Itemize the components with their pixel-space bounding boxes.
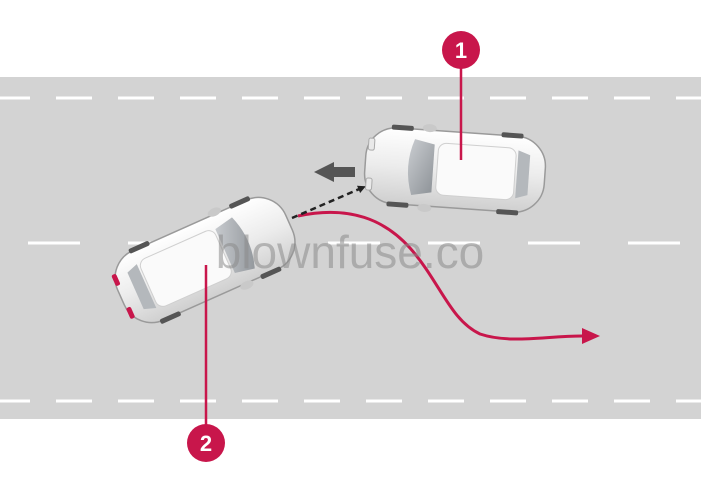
callout-badge-2: 2 xyxy=(187,424,225,462)
evasive-path xyxy=(297,210,583,341)
road-surface xyxy=(0,77,701,419)
car-icon xyxy=(111,196,296,324)
callout-number-2: 2 xyxy=(200,431,212,456)
arrow-left-icon xyxy=(314,162,355,182)
callout-number-1: 1 xyxy=(455,38,467,63)
callout-badge-1: 1 xyxy=(442,31,480,69)
closing-distance-arrow xyxy=(291,185,366,220)
watermark: blownfuse.co xyxy=(216,226,485,278)
car-icon xyxy=(363,124,547,216)
arrow-right-icon xyxy=(582,328,600,344)
